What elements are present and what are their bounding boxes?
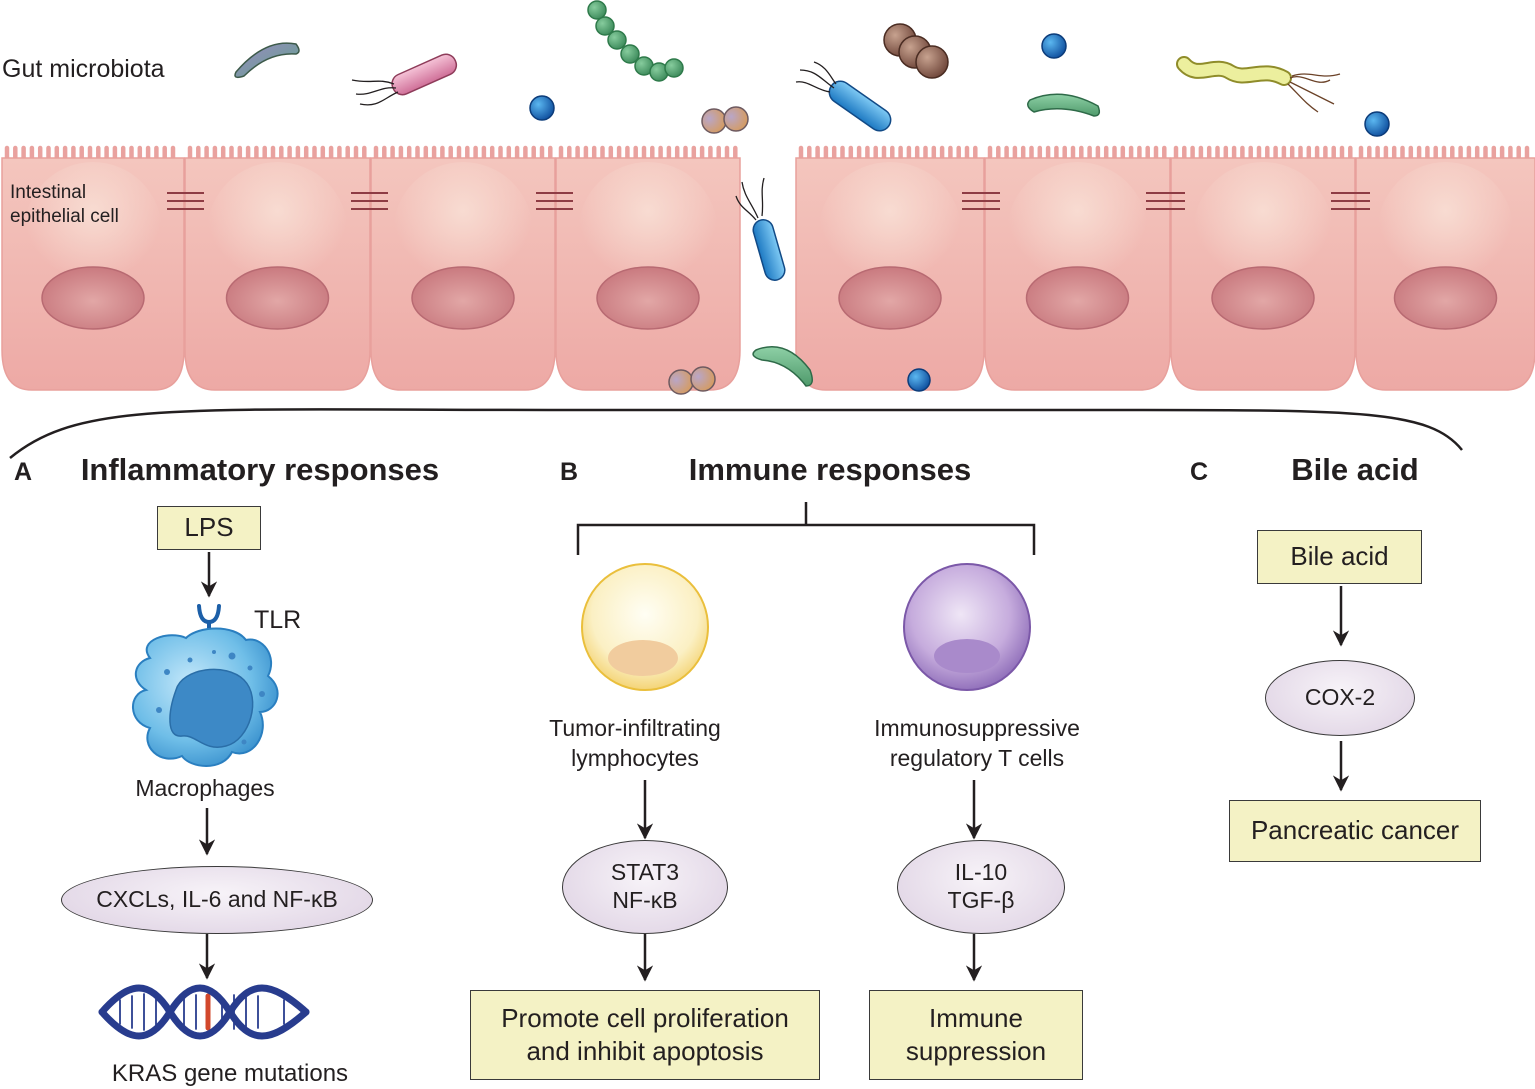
il10-oval: IL-10 TGF-β: [897, 840, 1065, 934]
stat3-label: STAT3: [610, 859, 680, 886]
cox2-oval: COX-2: [1265, 660, 1415, 736]
staphylococcus: [883, 23, 949, 79]
tgfb-label: TGF-β: [947, 887, 1015, 913]
immune-line-1: Immune: [929, 1002, 1023, 1033]
diplococcus: [668, 366, 716, 395]
kras-label: KRAS gene mutations: [111, 1060, 349, 1087]
promote-box: Promote cell proliferation and inhibit a…: [470, 990, 820, 1080]
lps-box: LPS: [157, 506, 261, 550]
tlr-label: TLR: [254, 606, 302, 634]
bile-acid-box: Bile acid: [1257, 530, 1422, 584]
panel-a-title: Inflammatory responses: [80, 452, 440, 487]
diplococcus: [701, 106, 749, 134]
macrophage-icon: [132, 627, 279, 767]
cell-nucleus: [41, 266, 145, 330]
iec-line-2: epithelial cell: [10, 205, 119, 227]
coccus: [1364, 111, 1390, 137]
til-line-1: Tumor-infiltrating: [549, 715, 721, 741]
treg-cell-icon: [903, 563, 1031, 691]
lps-label: LPS: [184, 512, 234, 543]
promote-line-2: and inhibit apoptosis: [526, 1036, 764, 1066]
panel-c-letter: C: [1190, 458, 1209, 486]
immune-split-bracket: [576, 502, 1036, 555]
epithelial-layer: [1, 145, 1535, 391]
panel-a-letter: A: [14, 458, 33, 486]
coccus: [529, 95, 555, 121]
gut-microbiota-label: Gut microbiota: [2, 55, 165, 83]
cell-nucleus: [225, 266, 330, 330]
cell-nucleus: [1393, 266, 1498, 330]
iec-line-1: Intestinal: [10, 182, 87, 203]
promote-line-1: Promote cell proliferation: [501, 1002, 789, 1033]
epithelial-cell: [795, 145, 985, 391]
chain-cocci: [587, 0, 684, 82]
cell-nucleus: [1211, 266, 1315, 330]
flagellated-bacterium: [351, 53, 458, 106]
macrophages-label: Macrophages: [135, 775, 275, 801]
til-line-2: lymphocytes: [571, 744, 699, 771]
treg-line-1: Immunosuppressive: [874, 715, 1080, 741]
cox2-label: COX-2: [1304, 684, 1376, 711]
tight-junctions: [167, 192, 1370, 210]
epithelial-cell: [1, 145, 185, 391]
epithelial-cell: [370, 145, 556, 391]
dna-helix-icon: [98, 984, 310, 1040]
bile-acid-label: Bile acid: [1290, 541, 1389, 572]
coccus: [1041, 33, 1067, 59]
stat3-oval: STAT3 NF-κB: [562, 840, 728, 934]
treg-line-2: regulatory T cells: [889, 744, 1065, 771]
panel-brace: [9, 408, 1463, 459]
epithelial-cell: [1170, 145, 1356, 391]
til-label: Tumor-infiltrating lymphocytes: [500, 714, 770, 774]
flagellated-bacterium: [735, 177, 786, 281]
mediators-label: CXCLs, IL-6 and NF-κB: [96, 886, 338, 913]
treg-label: Immunosuppressive regulatory T cells: [845, 714, 1109, 774]
panel-c-title: Bile acid: [1291, 452, 1419, 487]
panel-b-title: Immune responses: [688, 452, 972, 487]
intestinal-epithelial-cell-label: Intestinal epithelial cell: [10, 181, 119, 229]
immune-suppression-box: Immune suppression: [869, 990, 1083, 1080]
curved-bacterium: [752, 346, 813, 387]
flagellated-bacterium: [795, 61, 892, 132]
epithelial-cell: [184, 145, 371, 391]
panel-b-letter: B: [560, 458, 579, 486]
spiral-bacterium: [1176, 56, 1341, 113]
curved-bacterium: [234, 42, 300, 79]
coccus: [907, 368, 931, 392]
pancreatic-cancer-label: Pancreatic cancer: [1250, 815, 1460, 846]
pancreatic-cancer-box: Pancreatic cancer: [1229, 800, 1481, 862]
til-cell-icon: [581, 563, 709, 691]
cell-nucleus: [1025, 266, 1130, 330]
nfkb-label: NF-κB: [612, 887, 678, 913]
il10-label: IL-10: [954, 859, 1008, 886]
epithelial-cell: [555, 145, 741, 391]
curved-bacterium: [1027, 93, 1101, 117]
epithelial-cell: [1355, 145, 1535, 391]
mediators-oval: CXCLs, IL-6 and NF-κB: [61, 866, 373, 934]
immune-line-2: suppression: [905, 1036, 1047, 1066]
cell-nucleus: [596, 266, 700, 330]
cell-nucleus: [411, 266, 515, 330]
microbes: [234, 0, 1390, 395]
epithelial-cell: [984, 145, 1171, 391]
cell-nucleus: [838, 266, 942, 330]
